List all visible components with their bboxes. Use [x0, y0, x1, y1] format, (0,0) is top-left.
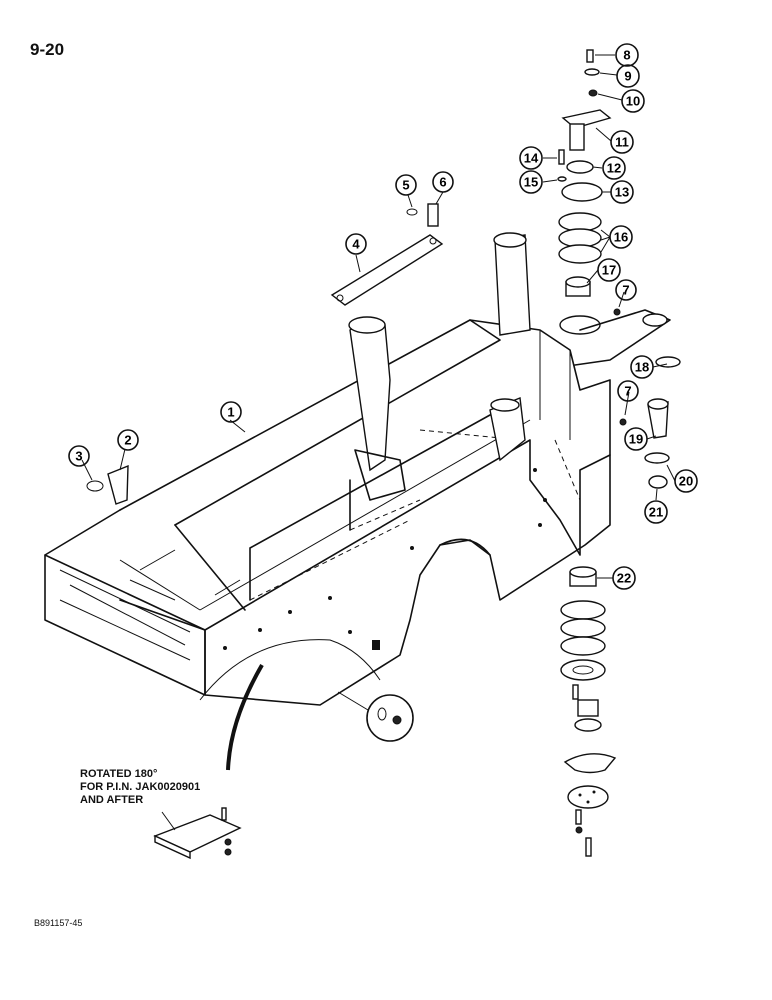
plate-13: [561, 182, 603, 202]
svg-text:12: 12: [607, 161, 621, 176]
callout-4: 4: [345, 233, 367, 255]
seal-12: [566, 160, 594, 174]
figure-code: B891157-45: [34, 918, 83, 928]
callout-leaders: [81, 54, 676, 579]
washer-15: [557, 176, 567, 182]
callout-11: 11: [610, 130, 634, 154]
callout-7-lower: 7: [617, 380, 639, 402]
link-bar-4: [330, 234, 444, 306]
callout-14: 14: [519, 146, 543, 170]
callout-22: 22: [612, 566, 636, 590]
callout-15: 15: [519, 170, 543, 194]
bushing-17: [565, 276, 591, 297]
shims-16: [558, 212, 602, 264]
svg-text:15: 15: [524, 175, 538, 190]
callout-19: 19: [624, 427, 648, 451]
svg-text:20: 20: [679, 474, 693, 489]
svg-text:19: 19: [629, 432, 643, 447]
rotated-plate: [153, 807, 242, 860]
svg-text:14: 14: [524, 151, 539, 166]
callout-6: 6: [432, 171, 454, 193]
note-line-2: FOR P.I.N. JAK0020901: [80, 781, 201, 793]
svg-text:6: 6: [439, 175, 446, 190]
plate-11: [561, 109, 612, 151]
svg-text:21: 21: [649, 505, 663, 520]
svg-text:8: 8: [623, 48, 630, 63]
pin-6: [427, 203, 439, 227]
svg-text:9: 9: [624, 69, 631, 84]
svg-text:10: 10: [626, 94, 640, 109]
svg-text:17: 17: [602, 263, 616, 278]
callout-12: 12: [602, 156, 626, 180]
callout-16: 16: [609, 225, 633, 249]
svg-text:3: 3: [75, 449, 82, 464]
callout-5: 5: [395, 174, 417, 196]
callout-17: 17: [597, 258, 621, 282]
callout-8: 8: [615, 43, 639, 67]
bolt-14: [558, 149, 565, 165]
bushing-22: [569, 566, 597, 587]
callout-2: 2: [117, 429, 139, 451]
svg-text:5: 5: [402, 178, 409, 193]
pin-2: [107, 464, 129, 505]
ring-5: [406, 208, 418, 216]
svg-text:22: 22: [617, 571, 631, 586]
svg-text:13: 13: [615, 185, 629, 200]
bushing-21: [648, 475, 668, 489]
note-line-1: ROTATED 180°: [80, 768, 158, 780]
callout-18: 18: [630, 355, 654, 379]
svg-text:7: 7: [622, 283, 629, 298]
detail-circle: [337, 691, 414, 742]
nut-10: [588, 89, 598, 97]
svg-text:16: 16: [614, 230, 628, 245]
svg-text:2: 2: [124, 433, 131, 448]
bolt-8: [586, 49, 594, 63]
main-frame: [44, 232, 671, 706]
callout-13: 13: [610, 180, 634, 204]
pin-19: [647, 398, 669, 439]
svg-text:11: 11: [615, 135, 629, 150]
note-line-3: AND AFTER: [80, 794, 144, 806]
callout-10: 10: [621, 89, 645, 113]
seal-20: [644, 452, 670, 464]
svg-text:7: 7: [624, 384, 631, 399]
rotated-plate-note: ROTATED 180° FOR P.I.N. JAK0020901 AND A…: [80, 768, 200, 807]
svg-text:18: 18: [635, 360, 649, 375]
callout-3: 3: [68, 445, 90, 467]
callout-7-top: 7: [615, 279, 637, 301]
svg-text:4: 4: [352, 237, 360, 252]
fitting-7-top: [613, 308, 621, 316]
washer-9: [584, 68, 600, 76]
fitting-7-lower: [619, 418, 627, 426]
page-number: 9-20: [30, 40, 65, 59]
callout-1: 1: [220, 401, 242, 423]
curved-pointer: [226, 663, 264, 771]
callout-9: 9: [616, 64, 640, 88]
lower-stack: [560, 600, 617, 857]
callout-20: 20: [674, 469, 698, 493]
clip-3: [86, 480, 104, 492]
callout-21: 21: [644, 500, 668, 524]
svg-text:1: 1: [227, 405, 234, 420]
seal-18: [655, 356, 681, 368]
